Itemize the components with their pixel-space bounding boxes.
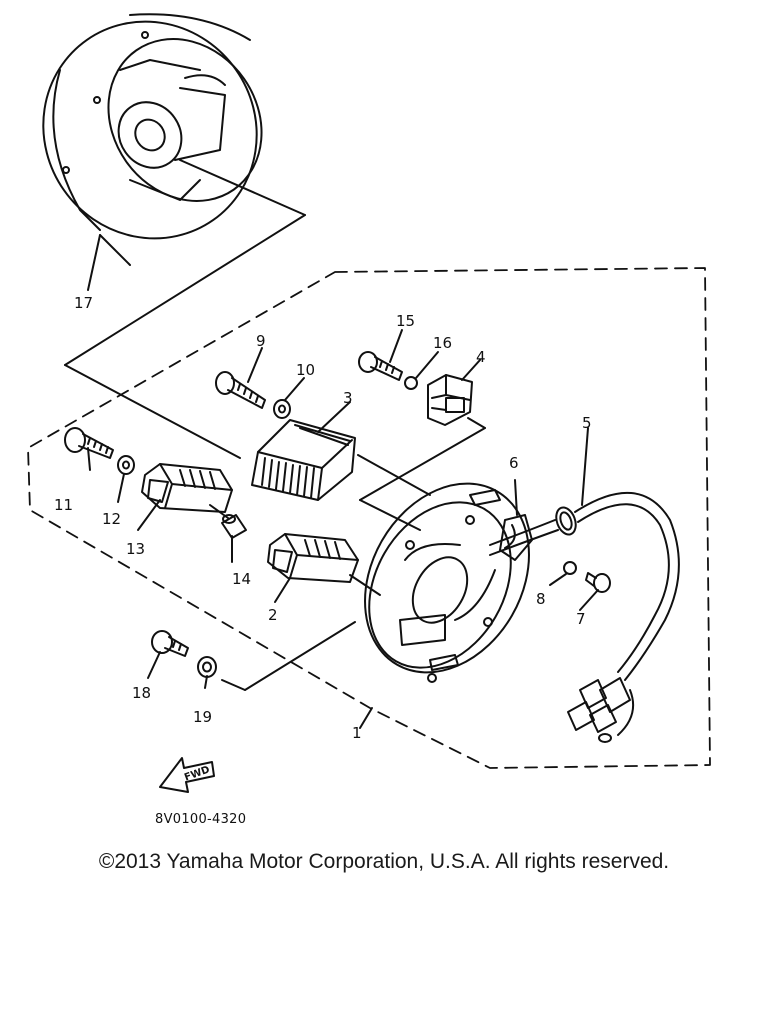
callout-15: 15 xyxy=(396,312,415,330)
copyright-notice: ©2013 Yamaha Motor Corporation, U.S.A. A… xyxy=(98,850,670,873)
callout-10: 10 xyxy=(296,361,315,379)
callout-13: 13 xyxy=(126,540,145,558)
drawing-code: 8V0100-4320 xyxy=(155,812,246,827)
lead-wire-5 xyxy=(489,427,680,743)
callout-9: 9 xyxy=(256,332,266,350)
callout-7: 7 xyxy=(576,610,586,628)
callout-4: 4 xyxy=(476,348,486,366)
callout-6: 6 xyxy=(509,454,519,472)
screw-15 xyxy=(358,351,403,381)
callout-14: 14 xyxy=(232,570,251,588)
clamp-6 xyxy=(499,479,533,561)
washer-19 xyxy=(197,656,217,678)
callout-12: 12 xyxy=(102,510,121,528)
screw-7 xyxy=(585,572,611,593)
callout-16: 16 xyxy=(433,334,452,352)
callout-1: 1 xyxy=(352,724,362,742)
callout-19: 19 xyxy=(193,708,212,726)
callout-3: 3 xyxy=(343,389,353,407)
callout-labels: 1 2 3 4 5 6 7 8 9 10 11 12 13 14 15 16 1… xyxy=(54,294,592,742)
callout-18: 18 xyxy=(132,684,151,702)
assembly-outline xyxy=(27,267,711,769)
bolt-18 xyxy=(151,630,189,657)
callout-17: 17 xyxy=(74,294,93,312)
bolt-9 xyxy=(215,371,266,409)
flywheel-rotor xyxy=(42,13,263,240)
callout-2: 2 xyxy=(268,606,278,624)
collar-14 xyxy=(221,514,247,539)
washer-8 xyxy=(563,561,577,575)
coil-2 xyxy=(267,533,359,583)
washer-16 xyxy=(404,376,418,390)
pickup-coil-4 xyxy=(427,374,473,426)
callout-8: 8 xyxy=(536,590,546,608)
forward-arrow-icon xyxy=(159,757,215,793)
stator-plate-1 xyxy=(364,482,530,683)
callout-5: 5 xyxy=(582,414,592,432)
bolt-11 xyxy=(64,427,114,459)
coil-13 xyxy=(141,463,233,513)
callout-11: 11 xyxy=(54,496,73,514)
washer-10 xyxy=(273,399,291,419)
washer-12 xyxy=(117,455,135,475)
charging-coil-3 xyxy=(251,419,356,501)
